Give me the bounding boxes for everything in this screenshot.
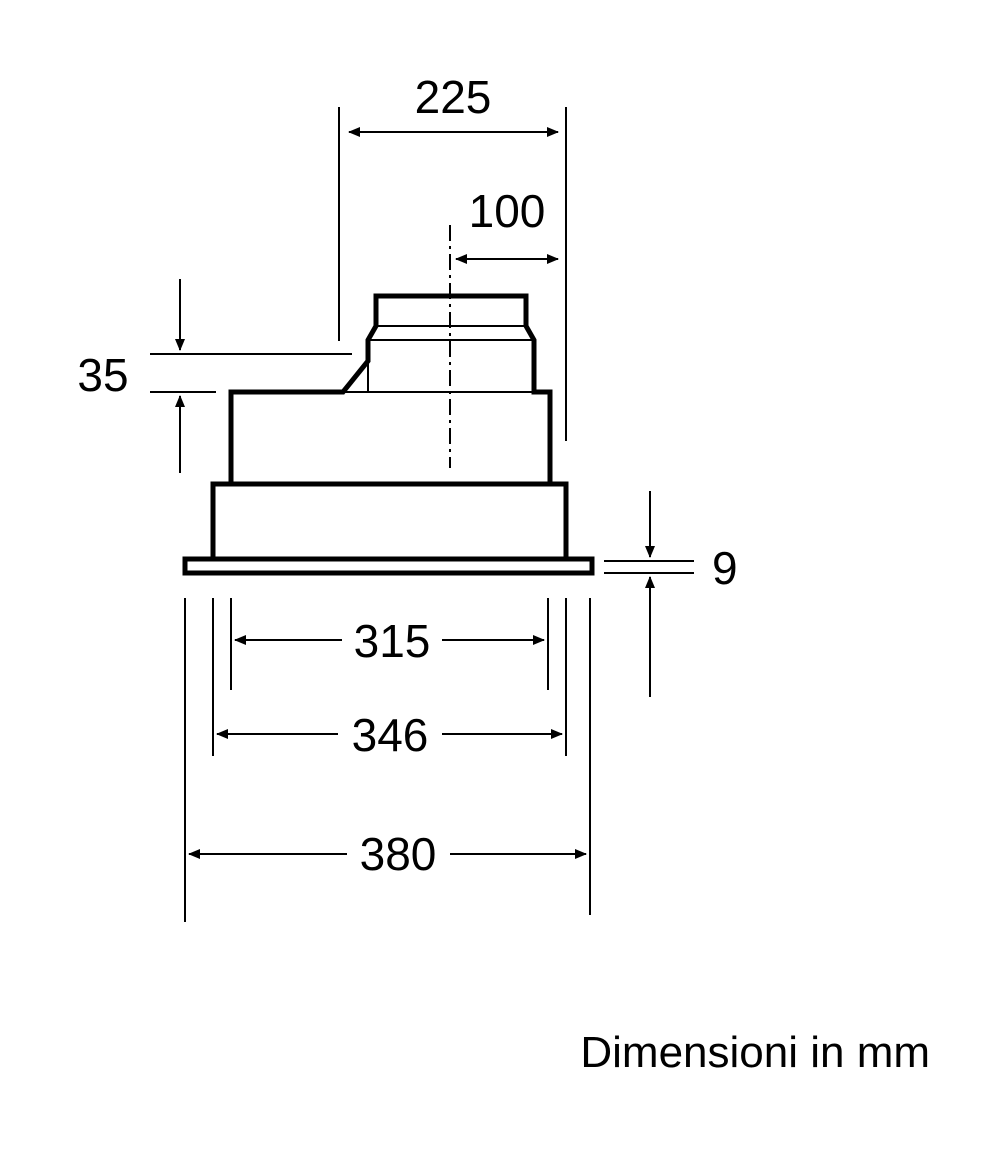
dim-100-label: 100 (469, 185, 546, 237)
bottom-panel (182, 556, 595, 576)
units-note: Dimensioni in mm (580, 1028, 930, 1077)
dim-346: 346 (216, 709, 563, 761)
dim-315-label: 315 (354, 615, 431, 667)
hood-outline (182, 293, 595, 576)
lower-body (210, 481, 569, 559)
dim-100: 100 (455, 185, 559, 264)
dim-315: 315 (234, 615, 545, 667)
dim-9: 9 (645, 491, 738, 697)
dim-380-label: 380 (360, 828, 437, 880)
dim-35: 35 (77, 279, 185, 473)
dim-380: 380 (188, 828, 587, 880)
dim-9-label: 9 (712, 542, 738, 594)
dim-225: 225 (348, 71, 559, 137)
extension-lines (150, 107, 694, 922)
dim-346-label: 346 (352, 709, 429, 761)
upper-body (228, 293, 553, 484)
dim-35-label: 35 (77, 349, 128, 401)
dim-225-label: 225 (415, 71, 492, 123)
